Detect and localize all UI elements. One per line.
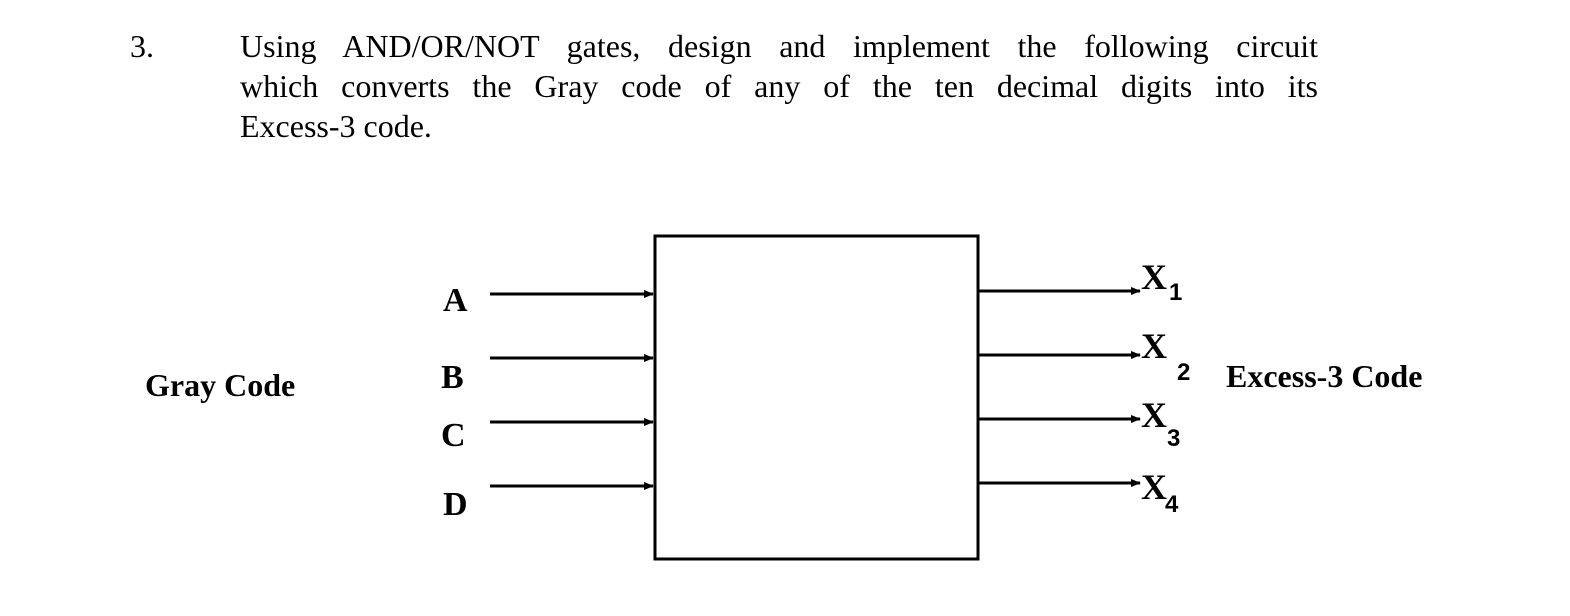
question-text: Using AND/OR/NOT gates, design and imple… — [240, 26, 1318, 146]
input-label-c: C — [441, 417, 466, 454]
output-label-x3: X — [1141, 395, 1167, 435]
input-label-b: B — [441, 359, 464, 396]
question-line-1: Using AND/OR/NOT gates, design and imple… — [240, 28, 1318, 64]
excess3-code-label: Excess-3 Code — [1226, 358, 1422, 394]
output-subscript-2: 2 — [1177, 359, 1190, 386]
output-subscript-1: 1 — [1169, 279, 1182, 306]
question-number: 3. — [130, 28, 154, 64]
output-subscript-3: 3 — [1167, 425, 1180, 452]
output-label-x1: X — [1141, 257, 1167, 297]
converter-box — [653, 234, 980, 561]
output-label-x2: X — [1141, 326, 1167, 366]
question-line-3: Excess-3 code. — [240, 108, 432, 144]
output-subscript-4: 4 — [1165, 491, 1179, 518]
output-label-x4: X — [1141, 467, 1167, 507]
input-label-d: D — [443, 486, 468, 523]
gray-code-label: Gray Code — [145, 367, 295, 403]
input-label-a: A — [443, 282, 468, 319]
question-line-2: which converts the Gray code of any of t… — [240, 68, 1318, 104]
